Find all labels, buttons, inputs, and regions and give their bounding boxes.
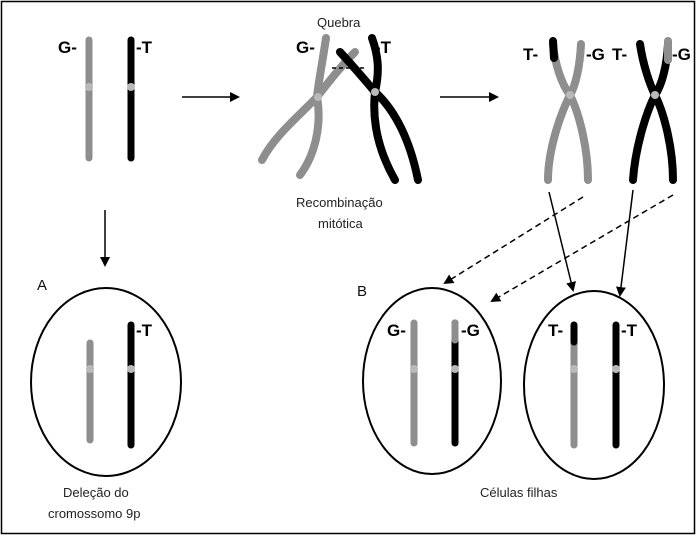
label-t-daughter-2: T- xyxy=(548,321,563,340)
label-g-recomb: G- xyxy=(296,38,315,57)
label-recombinacao: Recombinação xyxy=(296,195,383,210)
daughter-1-gray-centromere xyxy=(410,365,418,373)
label-dash-t-daughter-2: -T xyxy=(621,321,638,340)
original-chromosome-pair: G- -T xyxy=(58,38,153,158)
label-t-top-left: -T xyxy=(136,38,153,57)
black-centromere xyxy=(127,83,135,91)
black-product-arm-1 xyxy=(633,44,655,180)
daughter-2-gray-centromere xyxy=(570,365,578,373)
cell-a-membrane xyxy=(31,288,181,476)
daughter-cell-1-membrane xyxy=(363,288,501,474)
daughter-cell-2: T- -T xyxy=(524,291,664,479)
recombined-black-chromosome: T- -G xyxy=(612,41,691,180)
gray-product-arm-1 xyxy=(548,44,570,180)
label-delecao: Deleção do xyxy=(63,485,129,500)
label-t-product-2: T- xyxy=(612,45,627,64)
label-t-recomb: -T xyxy=(375,38,392,57)
dashed-arrow-1 xyxy=(445,197,583,283)
label-cromossomo-9p: cromossomo 9p xyxy=(48,506,140,521)
recombined-gray-chromosome: T- -G xyxy=(523,41,605,180)
cell-a-gray-centromere xyxy=(86,365,94,373)
solid-arrow-1 xyxy=(549,192,573,290)
label-g-product-1: -G xyxy=(586,45,605,64)
recombination-chromosomes: G- -T Quebra Recombinação mitótica xyxy=(262,15,418,231)
daughter-cell-1: G- -G xyxy=(363,288,501,474)
gray-product-arm-2 xyxy=(570,44,588,180)
gray-centromere xyxy=(85,83,93,91)
solid-arrow-2 xyxy=(620,190,633,295)
daughter-1-black-centromere xyxy=(451,365,459,373)
cell-a-black-centromere xyxy=(127,365,135,373)
daughter-cell-2-membrane xyxy=(524,291,664,479)
black-centromere-recomb xyxy=(371,88,379,96)
label-dash-g-daughter-1: -G xyxy=(461,321,480,340)
label-g-daughter-1: G- xyxy=(387,321,406,340)
label-g-top-left: G- xyxy=(58,38,77,57)
label-g-product-2: -G xyxy=(672,45,691,64)
gray-centromere-recomb xyxy=(314,93,322,101)
label-quebra: Quebra xyxy=(317,15,361,30)
label-b: B xyxy=(357,283,367,300)
dashed-arrow-2 xyxy=(492,195,673,301)
daughter-2-black-centromere xyxy=(612,365,620,373)
black-product-centromere xyxy=(651,91,659,99)
label-celulas-filhas: Células filhas xyxy=(480,485,558,500)
label-t-cell-a: -T xyxy=(136,321,153,340)
label-a: A xyxy=(37,277,47,294)
black-product-arm-2 xyxy=(655,44,673,180)
label-t-product-1: T- xyxy=(523,45,538,64)
cell-a: -T xyxy=(31,288,181,476)
black-arm-3 xyxy=(340,52,375,92)
label-mitotica: mitótica xyxy=(318,216,364,231)
black-arm-1 xyxy=(372,38,418,180)
gray-product-black-tip xyxy=(553,41,554,58)
gray-product-centromere xyxy=(566,91,574,99)
